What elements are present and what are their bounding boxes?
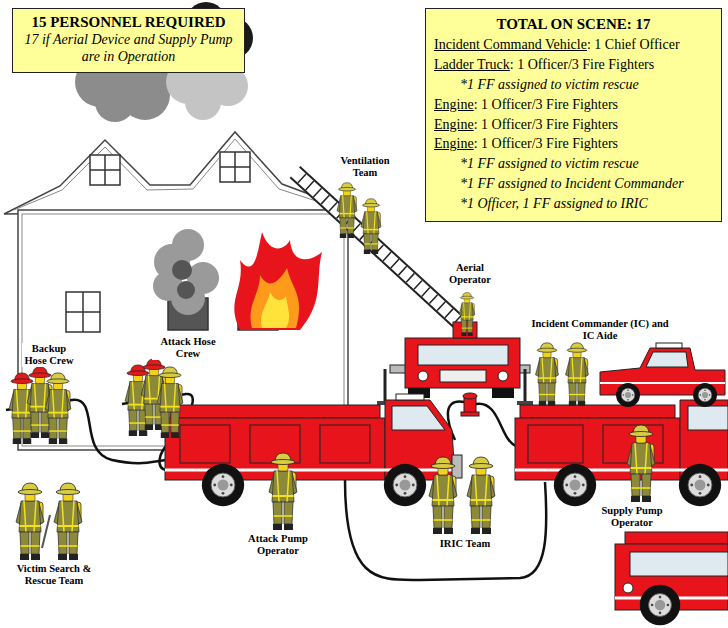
box-text: Ladder Truck: 1 Officer/3 Fire Fighters xyxy=(434,55,713,75)
smoke-cloud-part-part xyxy=(172,260,192,280)
ladder-truck-part xyxy=(524,369,527,402)
command-vehicle-part xyxy=(646,352,688,367)
supply-engine xyxy=(515,400,728,506)
callout-label: Ventilation Team xyxy=(330,155,400,179)
hose-line-part xyxy=(476,404,516,446)
ladder-truck-part xyxy=(517,401,533,405)
firefighter-part xyxy=(459,293,475,336)
info-box: 15 PERSONNEL REQUIRED17 if Aerial Device… xyxy=(12,8,245,73)
box-text: Engine: 1 Officer/3 Fire Fighters xyxy=(434,134,713,154)
info-box: TOTAL ON SCENE: 17Incident Command Vehic… xyxy=(425,8,722,222)
supply-engine-part xyxy=(520,405,675,418)
firefighter-part xyxy=(627,425,655,502)
firefighter-part xyxy=(566,343,589,406)
smoke-cloud-part xyxy=(153,229,219,315)
box-text: Engine: 1 Officer/3 Fire Fighters xyxy=(434,95,713,115)
attack-engine-part xyxy=(170,405,380,418)
firefighter-part xyxy=(157,367,183,438)
attack-engine-part xyxy=(392,406,445,430)
third-engine-part xyxy=(630,552,728,576)
window-part xyxy=(66,292,100,332)
window-part xyxy=(90,155,120,185)
attack-engine xyxy=(165,394,462,506)
firefighter-part xyxy=(42,515,50,548)
attack-engine-part xyxy=(384,464,426,506)
ladder-truck-part xyxy=(498,371,508,381)
callout-label: Aerial Operator xyxy=(438,262,502,286)
third-engine xyxy=(615,532,728,625)
ladder-truck-part xyxy=(418,371,428,381)
firefighter-part xyxy=(361,199,381,254)
box-text: *1 FF assigned to victim rescue xyxy=(434,75,713,95)
flames-part xyxy=(251,268,300,328)
house-part xyxy=(14,139,338,210)
firefighter-part xyxy=(467,457,495,534)
firefighter-part xyxy=(536,343,559,406)
ladder-truck-part xyxy=(440,370,486,382)
supply-engine-part xyxy=(528,425,583,463)
callout-label: Attack Hose Crew xyxy=(152,336,224,360)
callout-label: Backup Hose Crew xyxy=(22,343,76,367)
third-engine-part xyxy=(640,585,680,625)
command-vehicle-part xyxy=(616,383,640,407)
fire-hydrant-part xyxy=(461,412,479,416)
box-text: Engine: 1 Officer/3 Fire Fighters xyxy=(434,115,713,135)
command-vehicle xyxy=(600,343,725,407)
box-heading: 15 PERSONNEL REQUIRED xyxy=(19,13,238,32)
smoke-cloud-part-part xyxy=(177,281,195,299)
command-vehicle-part xyxy=(656,343,682,348)
flames xyxy=(234,232,322,330)
third-engine-part xyxy=(623,583,633,593)
firefighter-part xyxy=(429,457,457,534)
window-part xyxy=(90,155,120,185)
command-vehicle-part xyxy=(693,383,717,407)
box-text: *1 FF assigned to victim rescue xyxy=(434,154,713,174)
firefighter xyxy=(9,183,655,560)
box-heading: TOTAL ON SCENE: 17 xyxy=(434,14,713,35)
box-text: *1 FF assigned to Incident Commander xyxy=(434,174,713,194)
callout-label: Attack Pump Operator xyxy=(238,533,318,557)
flames-part xyxy=(234,232,322,330)
attack-engine-part xyxy=(202,464,244,506)
firefighter-part xyxy=(269,453,297,530)
window-part xyxy=(220,152,250,182)
hose-line xyxy=(6,394,546,580)
callout-label: Incident Commander (IC) and IC Aide xyxy=(525,318,675,342)
callout-label: IRIC Team xyxy=(425,538,505,550)
firefighter-part xyxy=(45,373,71,444)
supply-engine-part xyxy=(688,406,728,430)
ladder-truck-part xyxy=(384,369,387,402)
supply-engine-part xyxy=(554,464,596,506)
box-text: *1 Officer, 1 FF assigned to IRIC xyxy=(434,194,713,214)
firefighter-part xyxy=(54,483,82,560)
attack-engine-part xyxy=(180,425,230,463)
box-text: 17 if Aerial Device and Supply Pump are … xyxy=(19,32,238,66)
callout-label: Victim Search & Rescue Team xyxy=(4,563,104,587)
third-engine-part xyxy=(625,532,728,544)
ladder-truck-part xyxy=(405,338,520,388)
smoke-cloud-part xyxy=(172,260,195,299)
attack-engine-part xyxy=(320,425,370,463)
attack-engine-part xyxy=(250,425,300,463)
attack-engine-part xyxy=(396,394,424,400)
firefighter-part xyxy=(16,483,44,560)
callout-label: Supply Pump Operator xyxy=(592,505,672,529)
window-part xyxy=(66,292,100,332)
fire-hydrant-part xyxy=(463,393,477,399)
firefighter-part xyxy=(337,183,357,238)
flames-part xyxy=(261,292,289,328)
smoke-cloud-part-part xyxy=(172,229,204,261)
supply-engine-part xyxy=(679,464,721,506)
smoke-cloud-part-part xyxy=(185,84,221,120)
window-part xyxy=(220,152,250,182)
box-text: Incident Command Vehicle: 1 Chief Office… xyxy=(434,35,713,55)
ladder-truck-part xyxy=(418,345,508,365)
